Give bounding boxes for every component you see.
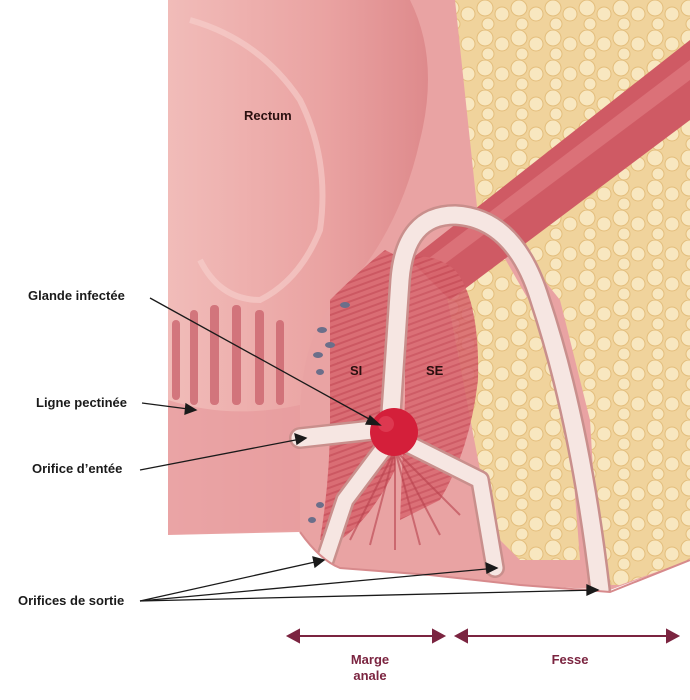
label-glande-infectee: Glande infectée [28, 288, 125, 303]
label-marge-anale: Marge anale [335, 652, 405, 684]
label-si: SI [350, 363, 363, 378]
pointer-lines [139, 297, 600, 602]
fistula-tracts [289, 204, 611, 601]
label-se: SE [426, 363, 444, 378]
infected-gland [370, 408, 418, 456]
dimension-arrows [285, 628, 681, 644]
label-marge-line1: Marge [350, 652, 390, 667]
anal-glands [308, 302, 350, 523]
label-marge-line2: anale [353, 668, 387, 683]
label-orifices-sortie: Orifices de sortie [18, 593, 125, 608]
label-ligne-pectinee: Ligne pectinée [36, 395, 128, 410]
label-rectum: Rectum [244, 108, 292, 123]
label-orifice-entree: Orifice d’entée [32, 461, 123, 476]
sphincter-fibers [349, 449, 461, 550]
label-fesse: Fesse [551, 652, 589, 667]
pectinate-zone [168, 400, 300, 535]
anal-columns [172, 305, 284, 405]
